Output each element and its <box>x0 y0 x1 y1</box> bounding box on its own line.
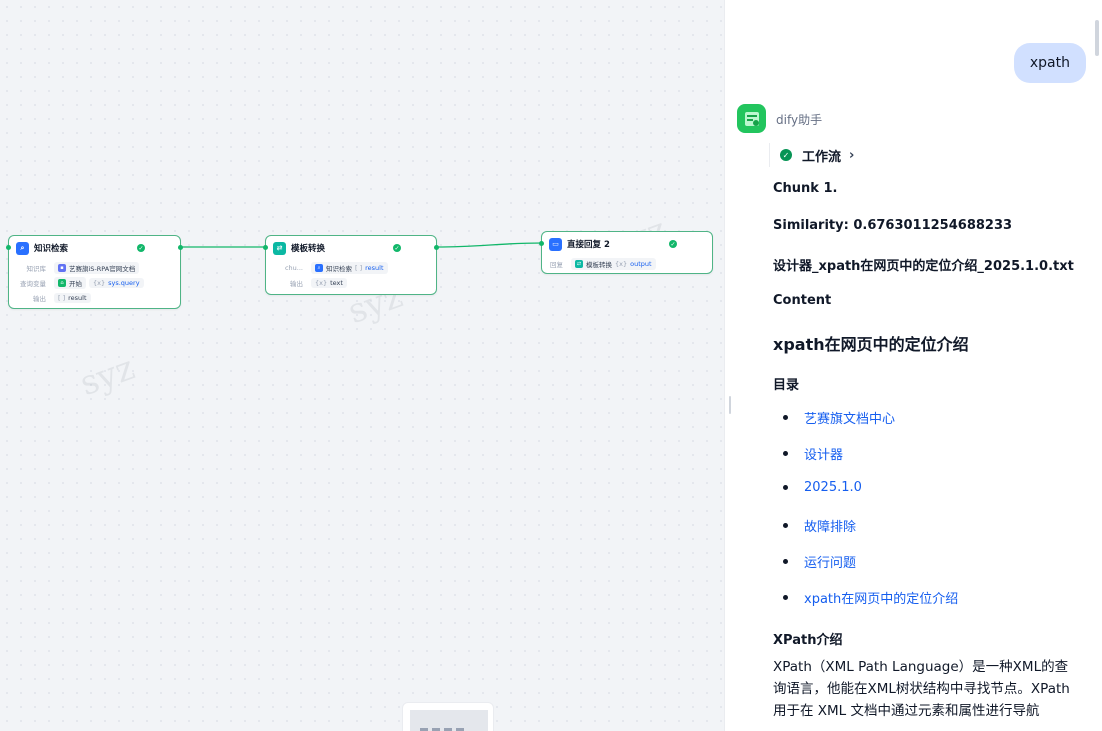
answer-icon: ▭ <box>549 237 562 251</box>
source-filename: 设计器_xpath在网页中的定位介绍_2025.1.0.txt <box>773 259 1074 274</box>
edges <box>181 242 543 248</box>
document-heading: xpath在网页中的定位介绍 <box>773 335 969 354</box>
source-node-chip: ⌕知识检索[ ]result <box>311 261 388 274</box>
node-title: 直接回复 2 <box>567 240 610 250</box>
success-check-icon: ✓ <box>393 244 401 252</box>
minimap[interactable] <box>402 702 494 731</box>
toc-label: 目录 <box>773 378 800 393</box>
variable-chip: {x}sys.query <box>89 277 144 288</box>
row-label: 输出 <box>290 279 303 288</box>
xpath-paragraph: XPath（XML Path Language）是一种XML的查询语言，他能在X… <box>773 659 1070 719</box>
template-icon: ⇄ <box>575 259 583 268</box>
row-label: 查询变量 <box>20 279 46 288</box>
node-template-transform[interactable]: ⇄ 模板转换 ✓ chu... ⌕知识检索[ ]result 输出 {x}tex… <box>263 235 439 295</box>
success-check-icon: ✓ <box>137 244 145 252</box>
row-label: chu... <box>284 263 303 272</box>
toc-link[interactable]: xpath在网页中的定位介绍 <box>783 588 958 607</box>
start-node-chip: ⌂开始 <box>54 276 86 289</box>
success-check-icon: ✓ <box>780 149 792 161</box>
success-check-icon: ✓ <box>669 240 677 248</box>
minimap-viewport <box>410 710 488 731</box>
workflow-trace-toggle[interactable]: ✓ 工作流 › <box>769 143 864 167</box>
chunk-label: Chunk 1. <box>773 181 838 196</box>
source-node-chip: ⇄模板转换{x}output <box>571 257 656 270</box>
workflow-canvas[interactable]: syz syz syz ⌕ 知识检索 ✓ 知识库 ▪艺赛旗iS-RPA官网文档 … <box>0 0 724 731</box>
node-direct-answer[interactable]: ▭ 直接回复 2 ✓ 回复 ⇄模板转换{x}output <box>539 231 713 274</box>
workflow-label: 工作流 <box>802 149 842 165</box>
user-message: xpath <box>1013 43 1086 83</box>
dataset-chip: ▪艺赛旗iS-RPA官网文档 <box>54 261 140 274</box>
output-chip: {x}text <box>311 277 347 288</box>
toc-link[interactable]: 设计器 <box>783 444 843 463</box>
content-label: Content <box>773 293 832 308</box>
panel-resize-handle[interactable] <box>729 396 731 414</box>
search-icon: ⌕ <box>315 263 323 272</box>
chat-preview-panel: xpath dify助手 ✓ 工作流 › Chunk 1. Similarity… <box>724 0 1102 731</box>
bot-logo-icon <box>744 111 759 126</box>
folder-icon: ▪ <box>58 263 66 272</box>
chevron-right-icon: › <box>849 147 855 163</box>
toc-link[interactable]: 艺赛旗文档中心 <box>783 408 895 427</box>
bot-name: dify助手 <box>776 113 823 127</box>
toc-link[interactable]: 故障排除 <box>783 516 856 535</box>
toc-link[interactable]: 2025.1.0 <box>783 480 862 495</box>
toc-link[interactable]: 运行问题 <box>783 552 856 571</box>
similarity-score: Similarity: 0.6763011254688233 <box>773 218 1013 233</box>
template-icon: ⇄ <box>273 241 286 255</box>
node-output-handle[interactable] <box>178 245 183 250</box>
node-title: 知识检索 <box>34 244 69 254</box>
output-chip: [ ]result <box>54 292 91 303</box>
node-output-handle[interactable] <box>434 245 439 250</box>
bot-avatar <box>737 104 766 133</box>
search-icon: ⌕ <box>16 241 29 255</box>
node-input-handle[interactable] <box>263 245 268 250</box>
xpath-heading: XPath介绍 <box>773 633 843 648</box>
node-title: 模板转换 <box>291 244 326 254</box>
home-icon: ⌂ <box>58 278 66 287</box>
row-label: 知识库 <box>26 264 47 273</box>
node-input-handle[interactable] <box>539 241 544 246</box>
row-label: 回复 <box>550 260 563 269</box>
edge-template-answer <box>436 242 543 248</box>
node-input-handle[interactable] <box>6 245 11 250</box>
node-knowledge-retrieval[interactable]: ⌕ 知识检索 ✓ 知识库 ▪艺赛旗iS-RPA官网文档 查询变量 ⌂开始 {x}… <box>6 235 183 309</box>
scrollbar[interactable] <box>1095 20 1099 56</box>
row-label: 输出 <box>33 294 46 303</box>
